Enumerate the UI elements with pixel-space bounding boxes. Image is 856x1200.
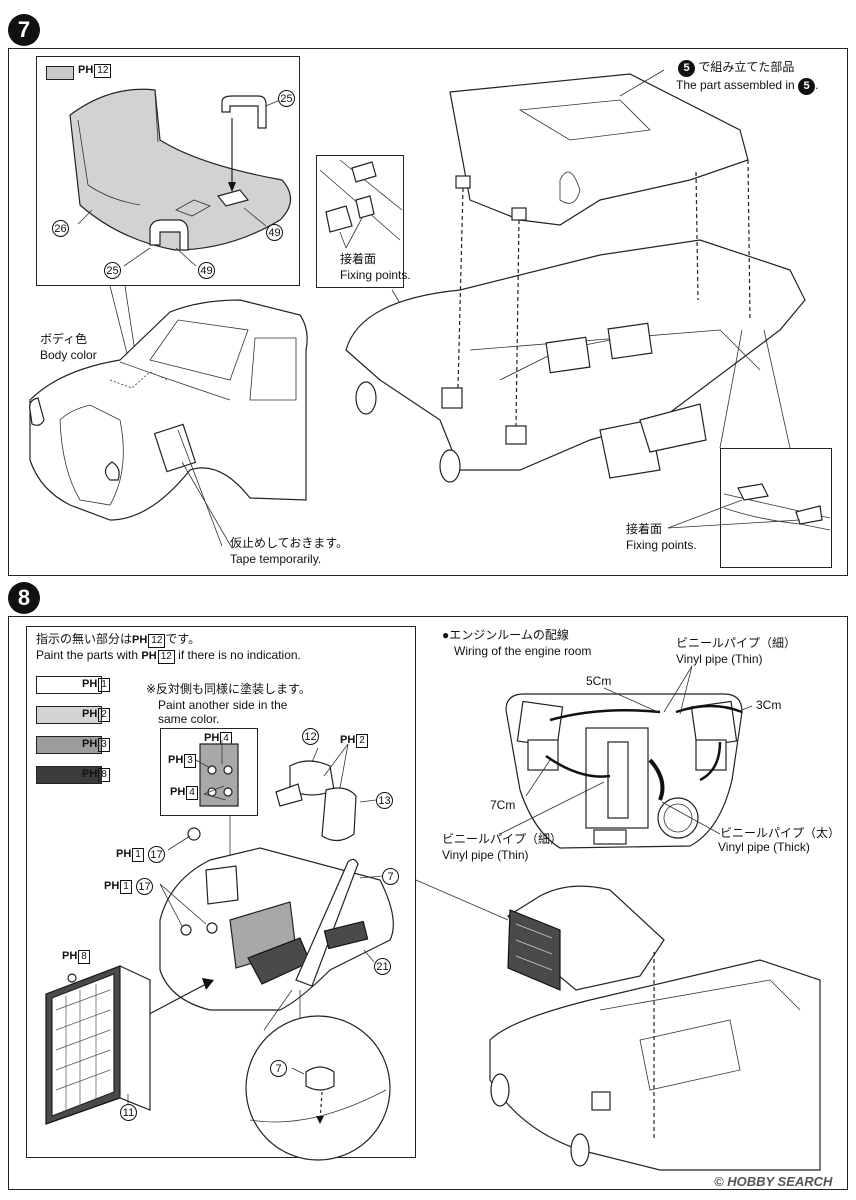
assembled-ref-jp: 5 で組み立てた部品 xyxy=(678,60,794,77)
part-11: 11 xyxy=(120,1104,137,1121)
length-5cm: 5Cm xyxy=(586,674,612,688)
part-21: 21 xyxy=(374,958,391,975)
tape-label-en: Tape temporarily. xyxy=(230,552,322,566)
vinyl-thin-top-en: Vinyl pipe (Thin) xyxy=(676,652,763,666)
part-25-top: 25 xyxy=(278,90,295,107)
part-17-b: 17 xyxy=(136,878,153,895)
fixing-points-bottom-jp: 接着面 xyxy=(626,522,663,536)
fixing-points-top-jp: 接着面 xyxy=(340,252,377,266)
part-7-a: 7 xyxy=(382,868,399,885)
vinyl-thin-bottom-en: Vinyl pipe (Thin) xyxy=(442,848,529,862)
part-12: 12 xyxy=(302,728,319,745)
part-7-b: 7 xyxy=(270,1060,287,1077)
fixing-points-bottom-en: Fixing points. xyxy=(626,538,697,552)
part-25-bottom: 25 xyxy=(104,262,121,279)
vinyl-thin-bottom-jp: ビニールパイプ（細） xyxy=(442,832,563,846)
other-side-note-en2: same color. xyxy=(158,712,220,726)
step-7-number: 7 xyxy=(8,14,40,46)
swatch-ph8 xyxy=(36,766,102,784)
body-color-label-en: Body color xyxy=(40,348,97,362)
vinyl-thick-jp: ビニールパイプ（太） xyxy=(720,826,841,840)
swatch-ph1 xyxy=(36,676,102,694)
assembled-ref-en: The part assembled in 5. xyxy=(676,78,818,95)
fixing-points-top-en: Fixing points. xyxy=(340,268,411,282)
other-side-note-jp: ※反対側も同様に塗装します。 xyxy=(146,682,311,696)
part-17-a: 17 xyxy=(148,846,165,863)
inset-swatch-ph12 xyxy=(46,66,74,80)
wiring-title-en: Wiring of the engine room xyxy=(454,644,592,658)
hobby-search-watermark: © HOBBY SEARCH xyxy=(714,1174,833,1189)
length-7cm: 7Cm xyxy=(490,798,516,812)
tape-label-jp: 仮止めしておきます。 xyxy=(230,536,349,550)
wiring-title-jp: ●エンジンルームの配線 xyxy=(442,628,569,642)
length-3cm: 3Cm xyxy=(756,698,782,712)
swatch-ph3 xyxy=(36,736,102,754)
part-49-bottom: 49 xyxy=(198,262,215,279)
swatch-ph2 xyxy=(36,706,102,724)
vinyl-thin-top-jp: ビニールパイプ（細） xyxy=(676,636,797,650)
body-color-label-jp: ボディ色 xyxy=(40,332,88,346)
step-8-number: 8 xyxy=(8,582,40,614)
part-49-right: 49 xyxy=(266,224,283,241)
part-26: 26 xyxy=(52,220,69,237)
other-side-note-en1: Paint another side in the xyxy=(158,698,288,712)
vinyl-thick-en: Vinyl pipe (Thick) xyxy=(718,840,810,854)
part-13: 13 xyxy=(376,792,393,809)
